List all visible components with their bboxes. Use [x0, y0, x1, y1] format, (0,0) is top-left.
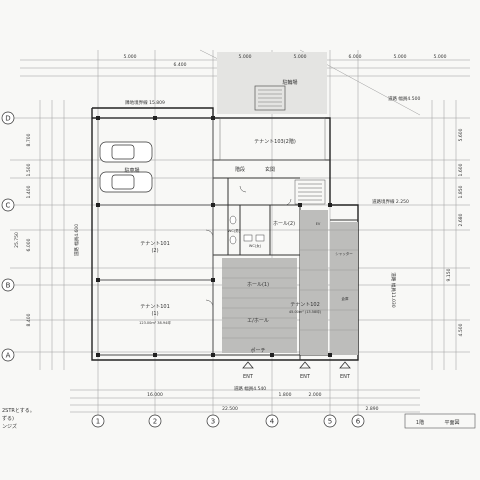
hatch-pattern	[222, 229, 358, 339]
room-porch: ポーチ	[250, 347, 265, 354]
room-tenant-103: テナント103(2階)	[254, 138, 296, 145]
room-toilet-women: WC(女)	[249, 243, 262, 248]
room-hall-2: ホール(2)	[273, 221, 295, 227]
road-label-top: 道路 幅員4.500	[388, 95, 420, 102]
dim-top-5: 6.000	[349, 54, 362, 60]
dim-left-1: 8.700	[26, 133, 32, 146]
room-tenant-101-1: テナント101	[140, 304, 170, 310]
toilet-fixtures	[229, 215, 265, 245]
dim-left-5: 25.750	[14, 232, 20, 248]
room-elevator: EV	[316, 222, 321, 226]
room-toilet-men: WC(男)	[228, 228, 241, 233]
grid-row-B: B	[6, 282, 11, 290]
grid-row-C: C	[6, 202, 11, 210]
room-hall-1: ホール(1)	[247, 282, 269, 288]
dim-top-7: 5.000	[434, 54, 447, 60]
grid-col-1: 1	[96, 418, 100, 426]
grid-col-5: 5	[328, 418, 332, 426]
grid-col-2: 2	[153, 418, 157, 426]
dim-bottom-1b: 1.800	[279, 392, 292, 398]
bicycle-parking-area	[217, 52, 327, 114]
boundary-label-top: 隣地境界線 15.809	[125, 99, 165, 106]
tenant-102-hatched-left	[300, 210, 328, 355]
dim-top-1: 5.000	[124, 54, 137, 60]
entrance-arrow-1	[242, 361, 254, 369]
parked-cars	[99, 141, 153, 193]
dim-left-2: 1.500	[26, 163, 32, 176]
dim-top-2: 6.400	[174, 62, 187, 68]
room-tenant-101-2: テナント101	[140, 241, 170, 247]
dim-right-2: 1.600	[458, 163, 464, 176]
room-tenant-102-area: 45.00m² (13.58坪)	[289, 309, 322, 314]
structural-columns	[96, 116, 332, 357]
title-floor: 1階	[416, 419, 424, 426]
dim-left-6: 8.400	[26, 313, 32, 326]
note-line-1: 2STRとする。	[2, 408, 35, 414]
grid-bubbles-rows	[1, 111, 15, 362]
dim-bottom-2a: 22.500	[222, 406, 238, 412]
room-stair: 階段	[235, 166, 245, 173]
grid-col-3: 3	[211, 418, 215, 426]
boundary-label-right: 道路境界線 2.250	[372, 198, 409, 205]
room-tenant-101-1-sub: (1)	[151, 311, 158, 317]
dim-right-6: 4.500	[458, 323, 464, 336]
interior-stair	[294, 179, 326, 205]
dim-left-3: 1.400	[26, 185, 32, 198]
entrance-label-2: ENT	[300, 374, 311, 380]
dim-bottom-2b: 2.890	[366, 406, 379, 412]
grid-col-4: 4	[270, 418, 275, 426]
grid-col-6: 6	[356, 418, 361, 426]
room-entrance: 玄関	[265, 166, 275, 173]
room-elev-hall: エ/ホール	[247, 318, 269, 324]
room-tenant-101-2-sub: (2)	[151, 248, 158, 254]
entrance-arrow-2	[299, 361, 311, 369]
room-bicycle-parking: 駐輪場	[282, 79, 297, 86]
room-parking: 駐車場	[124, 167, 139, 174]
room-tenant-102: テナント102	[290, 302, 320, 308]
car-2	[99, 171, 153, 193]
tenant-102-hatched-right	[330, 222, 358, 355]
note-line-3: ンジズ	[2, 423, 17, 430]
dim-top-4: 5.000	[294, 54, 307, 60]
grid-row-D: D	[5, 115, 10, 123]
car-1	[99, 141, 153, 163]
dim-right-1: 5.600	[458, 128, 464, 141]
room-shutter: シャッター	[335, 251, 353, 256]
dim-top-6: 5.000	[394, 54, 407, 60]
grid-bubbles-columns	[91, 414, 365, 428]
dim-bottom-1a: 16.000	[147, 392, 163, 398]
entrance-arrows	[242, 361, 351, 369]
dim-right-3: 1.850	[458, 185, 464, 198]
door-swings	[205, 185, 292, 308]
entrance-arrow-3	[339, 361, 351, 369]
title-name: 平面図	[444, 420, 459, 426]
grid-row-A: A	[6, 352, 11, 360]
dim-top-3: 5.000	[239, 54, 252, 60]
road-label-east: 道路 幅員11.030	[390, 272, 397, 307]
dim-right-5: 9.150	[446, 268, 452, 281]
stair-top-block	[254, 85, 286, 111]
dim-right-4: 2.680	[458, 213, 464, 226]
title-block	[404, 413, 476, 429]
room-storage: 倉庫	[342, 296, 350, 301]
road-label-south: 道路 幅員4.540	[234, 385, 266, 392]
stair-top-treads	[258, 89, 282, 107]
entrance-label-3: ENT	[340, 374, 351, 380]
note-line-2: ずる)	[2, 415, 14, 422]
road-label-west: 道路 幅員4.600	[73, 224, 80, 256]
entrance-label-1: ENT	[243, 374, 254, 380]
room-tenant-101-1-area: 123.00m² 38.94坪	[139, 320, 171, 325]
dim-left-4: 6.000	[26, 238, 32, 251]
dim-bottom-1c: 2.000	[309, 392, 322, 398]
hall-hatched-area	[222, 258, 297, 353]
